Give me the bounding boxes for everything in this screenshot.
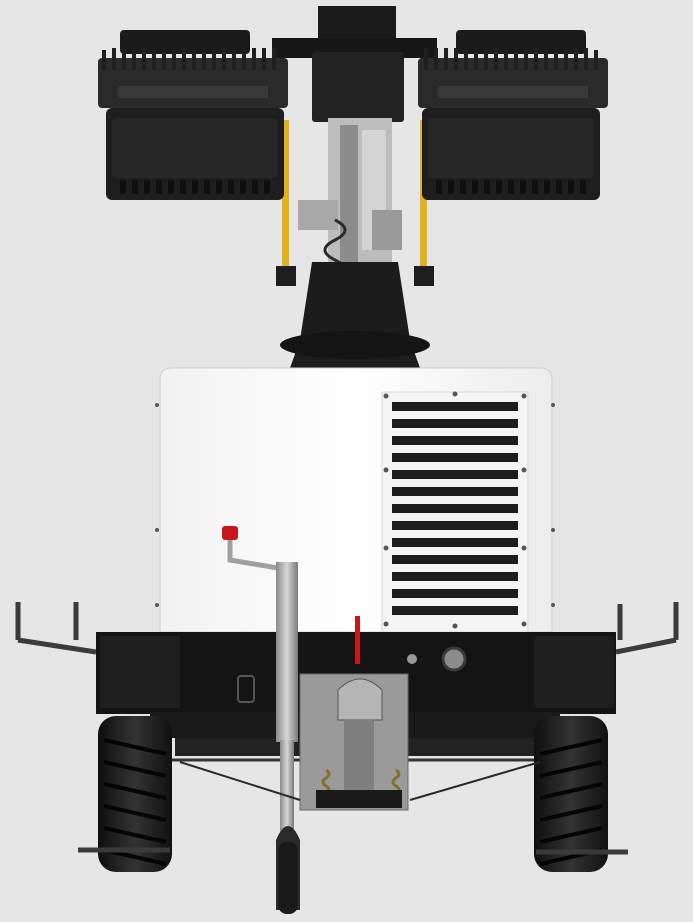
coupling-release-lever — [355, 616, 360, 664]
right-wheel — [534, 716, 608, 872]
left-flood-light — [98, 30, 288, 200]
jockey-wheel — [278, 842, 298, 914]
mast-assembly — [272, 6, 437, 368]
louvre-slats — [392, 402, 518, 615]
frame-socket — [441, 646, 467, 672]
canopy-bolts — [155, 391, 555, 629]
left-yellow-strut — [282, 120, 289, 270]
jack-handle-knob — [222, 526, 238, 540]
jockey-wheel-jack — [222, 526, 300, 914]
mast-head-box — [312, 52, 404, 122]
side-handles — [15, 602, 679, 655]
generator-canopy — [155, 367, 555, 633]
frame-bolt — [407, 654, 417, 664]
left-wheel — [98, 716, 172, 872]
tow-coupling — [299, 616, 409, 811]
jack-tube — [276, 562, 298, 742]
jack-crank — [227, 540, 279, 571]
right-flood-light — [418, 30, 608, 200]
